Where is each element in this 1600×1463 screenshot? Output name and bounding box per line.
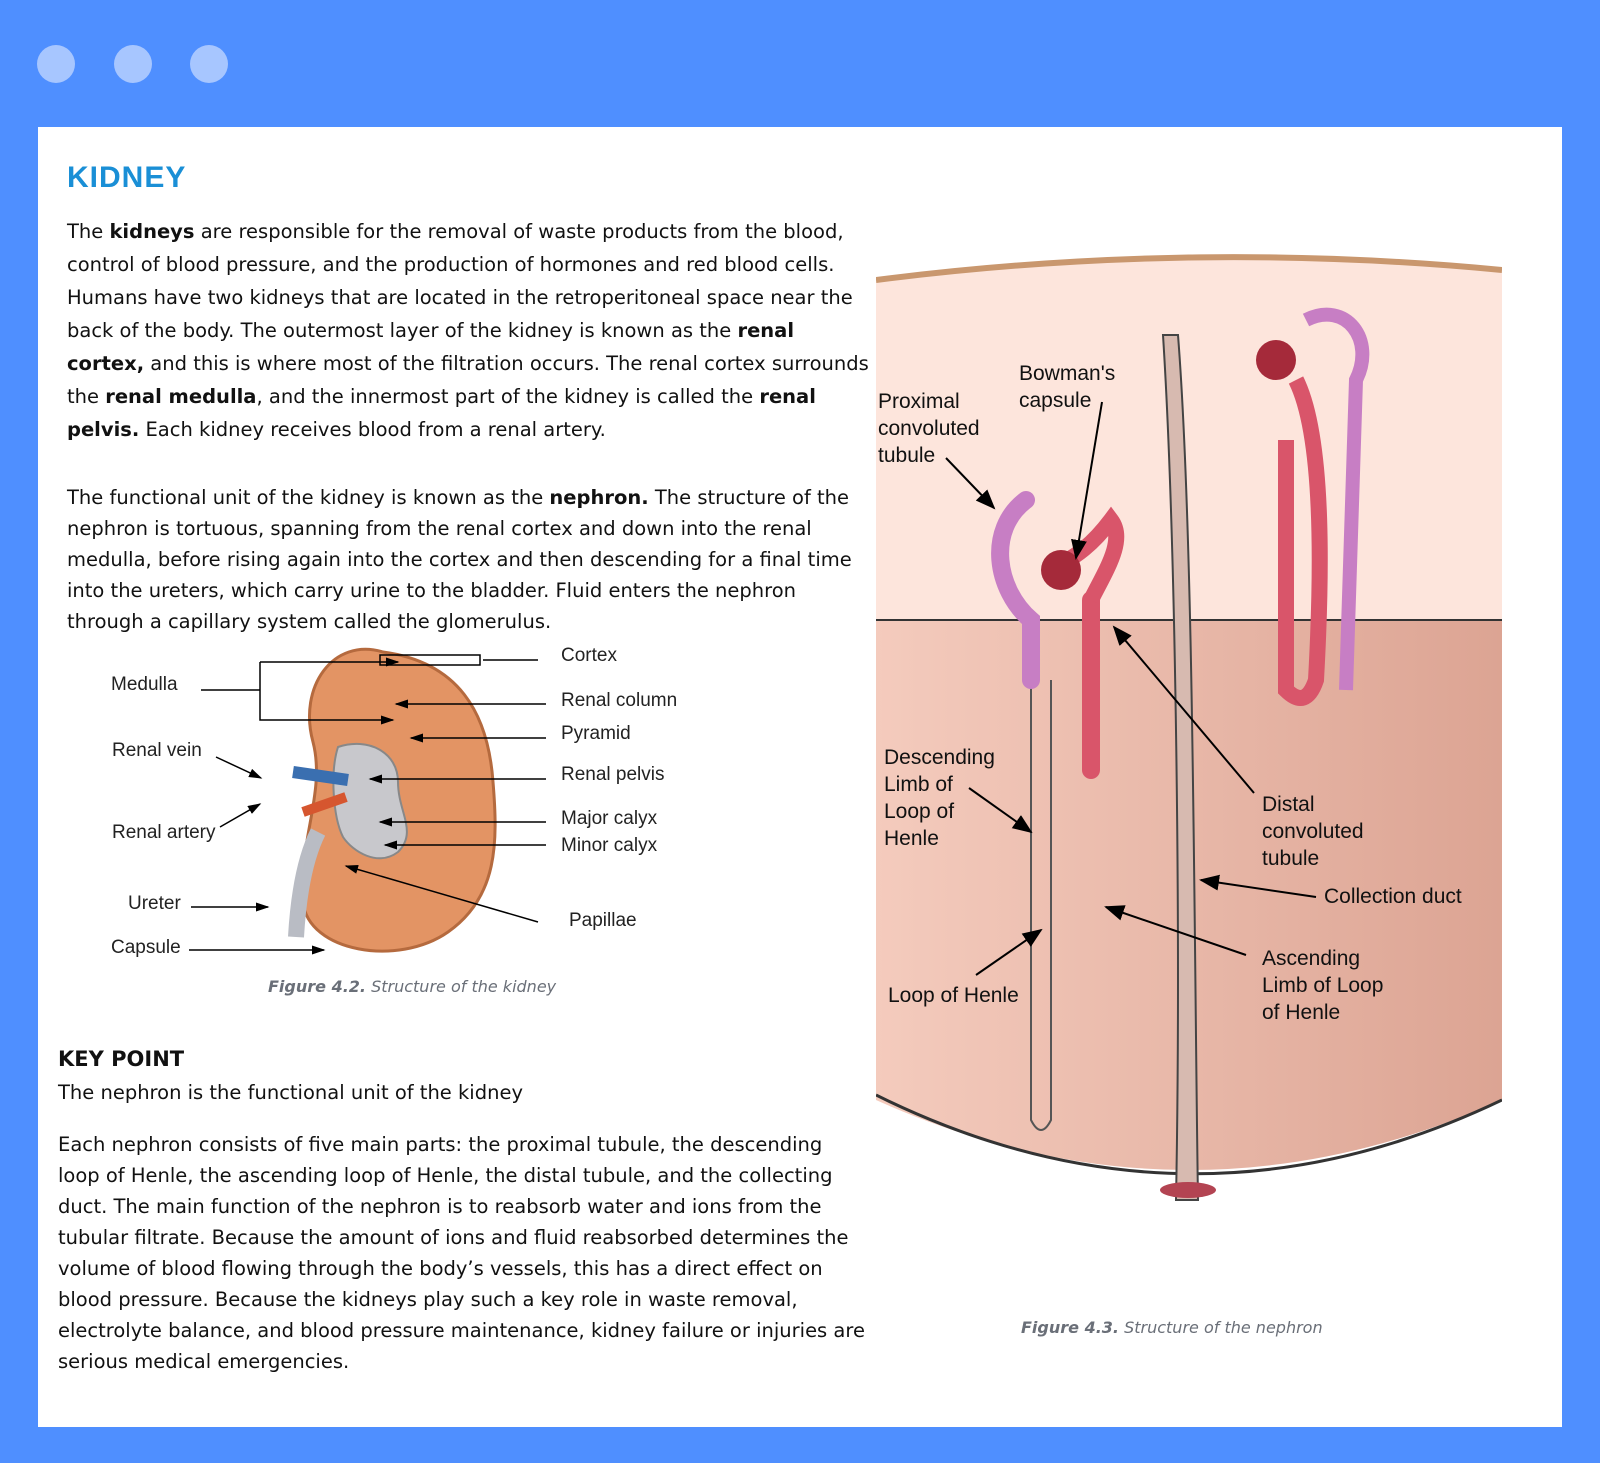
- window-dot-1[interactable]: [37, 45, 75, 83]
- window-dot-3[interactable]: [190, 45, 228, 83]
- label-loop-of-henle: Loop of Henle: [888, 984, 1019, 1007]
- figure-4-3-caption: Figure 4.3. Structure of the nephron: [1021, 1318, 1323, 1337]
- bold-term: kidneys: [109, 220, 195, 243]
- label-descending-4: Henle: [884, 827, 939, 850]
- caption-text: Structure of the nephron: [1119, 1318, 1323, 1337]
- label-renal-vein: Renal vein: [112, 740, 202, 761]
- nephron-figure: Bowman's capsule Proximal convoluted tub…: [876, 254, 1502, 1201]
- label-bowmans-capsule-2: capsule: [1019, 389, 1091, 412]
- label-capsule: Capsule: [111, 937, 181, 958]
- text: , and the innermost part of the kidney i…: [256, 385, 760, 408]
- label-descending-3: Loop of: [884, 800, 954, 823]
- label-ureter: Ureter: [128, 893, 181, 914]
- label-collection-duct: Collection duct: [1324, 885, 1462, 908]
- label-distal-2: convoluted: [1262, 820, 1364, 843]
- paragraph-kidney-intro: The kidneys are responsible for the remo…: [67, 215, 872, 446]
- text: are responsible for the removal of waste…: [67, 220, 853, 342]
- label-renal-pelvis: Renal pelvis: [561, 764, 665, 785]
- bold-term: renal medulla: [105, 385, 257, 408]
- paragraph-nephron-parts: Each nephron consists of five main parts…: [58, 1133, 865, 1373]
- label-minor-calyx: Minor calyx: [561, 835, 658, 856]
- label-descending: Descending: [884, 746, 995, 769]
- key-point-text: The nephron is the functional unit of th…: [58, 1081, 523, 1104]
- text: The: [67, 220, 110, 243]
- caption-text: Structure of the kidney: [366, 977, 557, 996]
- figure-4-2-caption: Figure 4.2. Structure of the kidney: [268, 977, 556, 996]
- window-dot-2[interactable]: [114, 45, 152, 83]
- label-ascending-2: Limb of Loop: [1262, 974, 1383, 997]
- label-proximal-2: convoluted: [878, 417, 980, 440]
- label-pyramid: Pyramid: [561, 723, 631, 744]
- label-medulla: Medulla: [111, 674, 178, 695]
- bold-term: nephron.: [549, 486, 649, 509]
- text: Each kidney receives blood from a renal …: [139, 418, 606, 441]
- page-title: KIDNEY: [67, 161, 187, 194]
- label-renal-column: Renal column: [561, 690, 677, 711]
- paragraph-nephron-intro: The functional unit of the kidney is kno…: [67, 482, 872, 637]
- kidney-illustration: [288, 647, 497, 953]
- label-cortex: Cortex: [561, 645, 617, 666]
- text: The functional unit of the kidney is kno…: [67, 486, 550, 509]
- label-distal-3: tubule: [1262, 847, 1319, 870]
- label-distal: Distal: [1262, 793, 1315, 816]
- label-descending-2: Limb of: [884, 773, 953, 796]
- label-ascending-3: of Henle: [1262, 1001, 1340, 1024]
- text: and this is where most of the filtration…: [67, 352, 869, 408]
- label-proximal: Proximal: [878, 390, 960, 413]
- label-ascending: Ascending: [1262, 947, 1360, 970]
- label-major-calyx: Major calyx: [561, 808, 658, 829]
- label-bowmans-capsule: Bowman's: [1019, 362, 1115, 385]
- key-point-title: KEY POINT: [58, 1047, 185, 1071]
- label-papillae: Papillae: [569, 910, 637, 931]
- nephron-illustration: [876, 254, 1502, 1201]
- caption-number: Figure 4.2.: [268, 977, 366, 996]
- bold-term: renal cortex,: [67, 319, 795, 375]
- caption-number: Figure 4.3.: [1021, 1318, 1119, 1337]
- label-proximal-3: tubule: [878, 444, 935, 467]
- label-renal-artery: Renal artery: [112, 822, 216, 843]
- kidney-figure: Medulla Renal vein Renal artery Ureter C…: [111, 645, 677, 958]
- bold-term: renal pelvis.: [67, 385, 816, 441]
- text: The structure of the nephron is tortuous…: [67, 486, 852, 633]
- document-page: KIDNEY The kidneys are responsible for t…: [38, 127, 1562, 1427]
